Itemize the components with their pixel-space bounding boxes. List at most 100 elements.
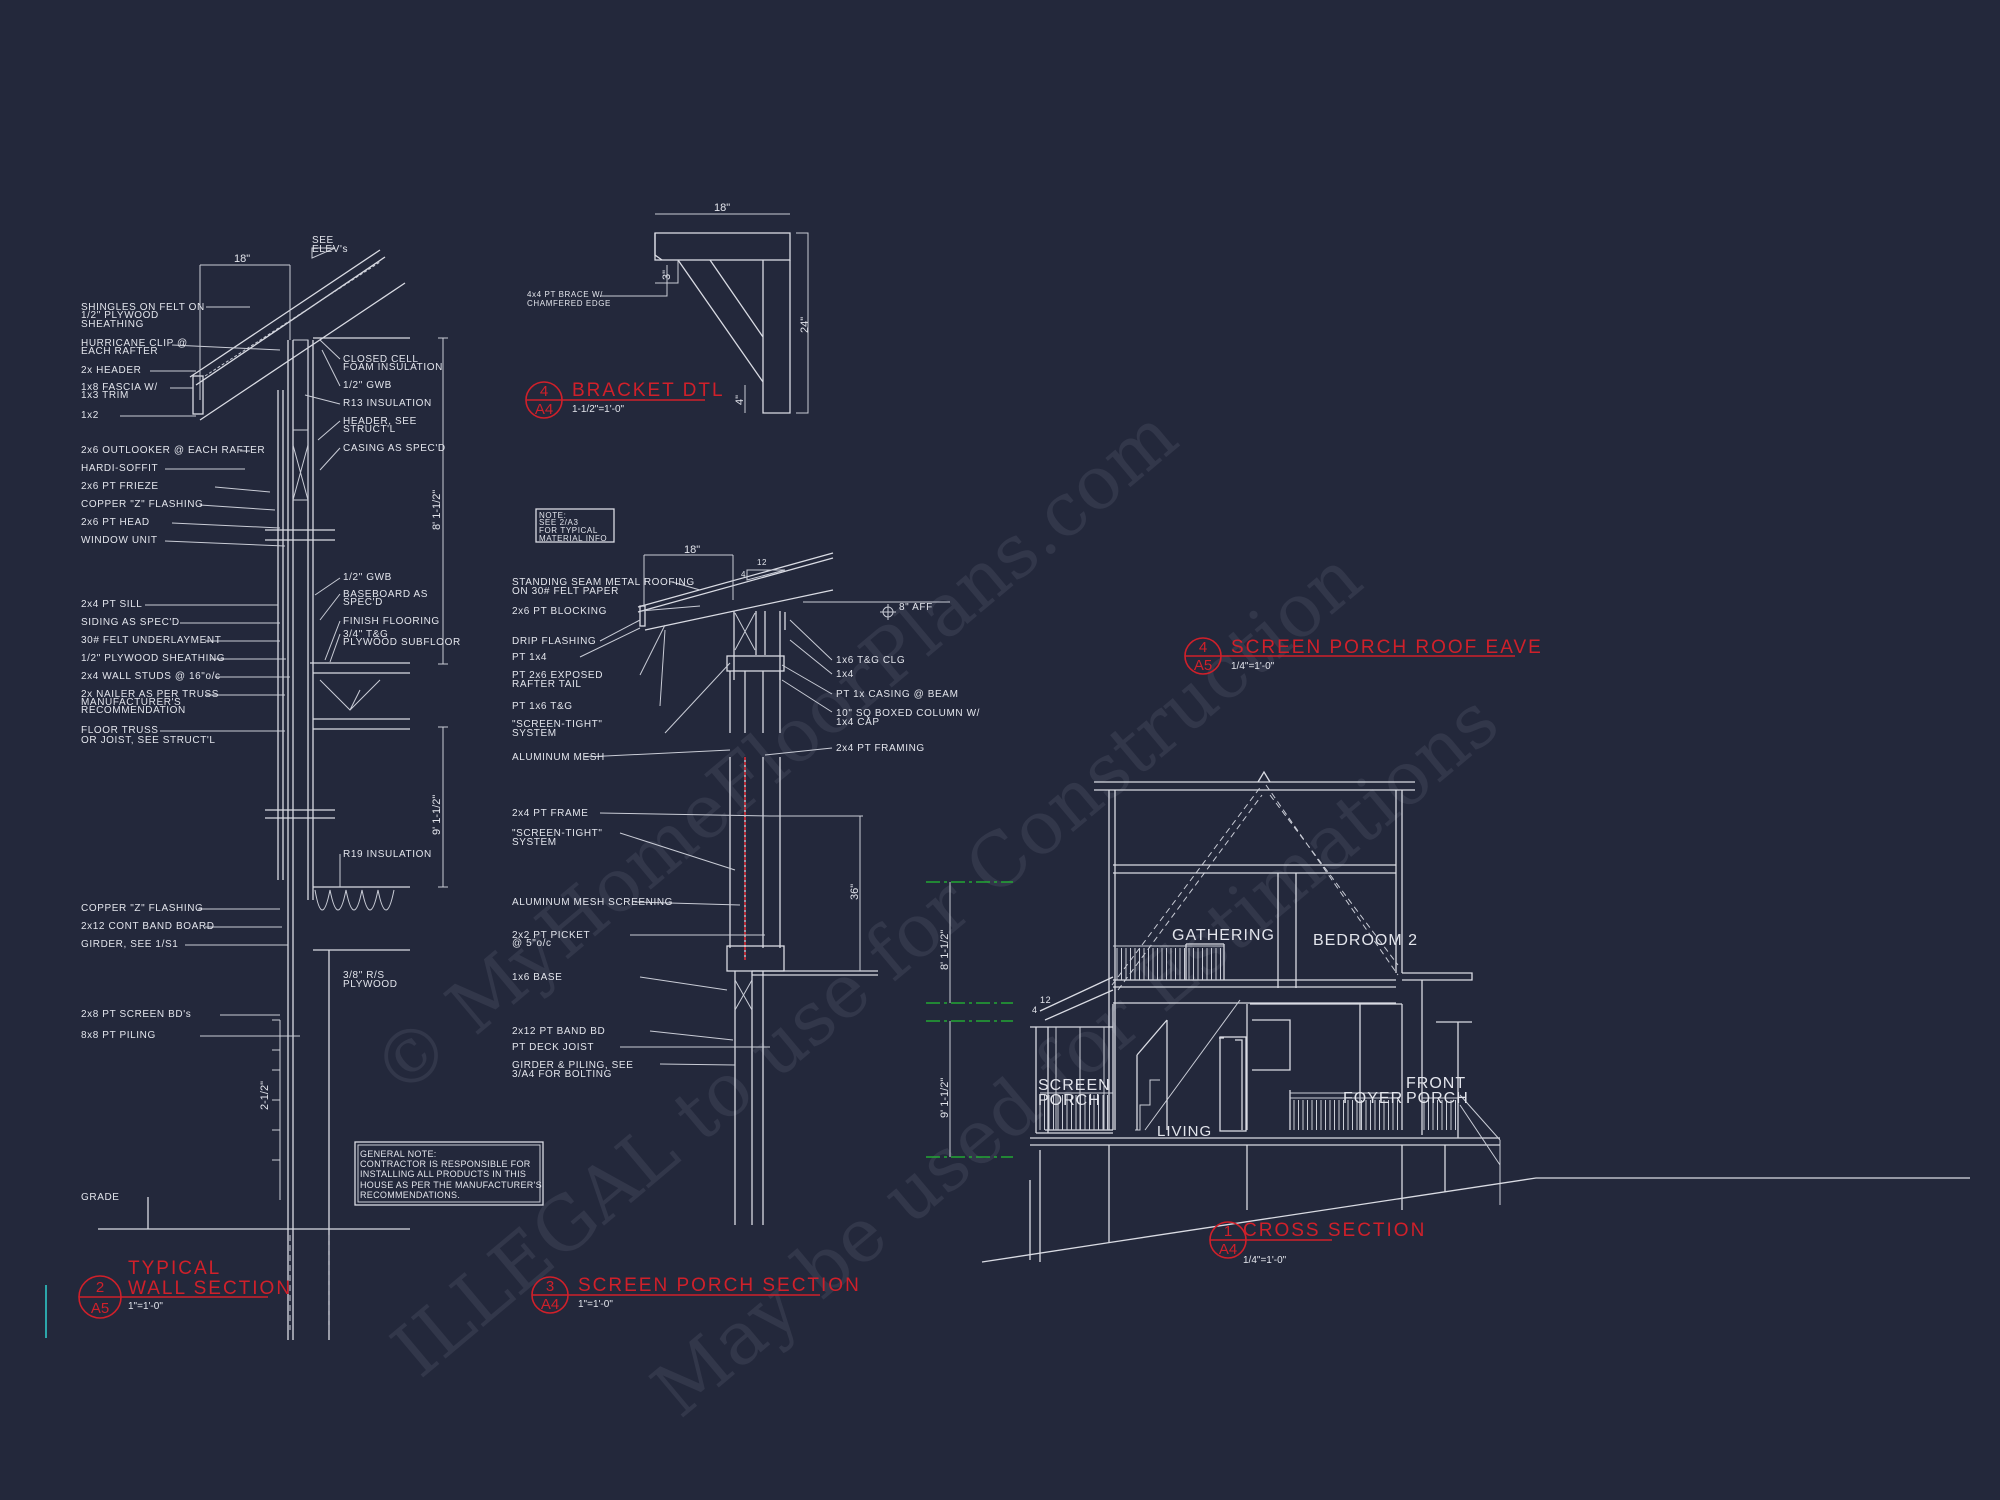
porch-callout-label: 10" SQ BOXED COLUMN W/ bbox=[836, 708, 980, 719]
room-living: LIVING bbox=[1157, 1123, 1212, 1140]
cross-title: CROSS SECTION bbox=[1243, 1220, 1426, 1241]
wall-callout-label: MANUFACTURER'S bbox=[81, 697, 181, 708]
porch-overhang-dim: 18" bbox=[684, 544, 700, 556]
porch-callout-label: GIRDER & PILING, SEE bbox=[512, 1060, 633, 1071]
porch-callout-label: ALUMINUM MESH SCREENING bbox=[512, 897, 673, 908]
room-front-porch-1: FRONT bbox=[1406, 1075, 1466, 1092]
wall-callout-label: 8x8 PT PILING bbox=[81, 1030, 156, 1041]
porch-note-line: MATERIAL INFO bbox=[539, 534, 607, 543]
porch-callout-label: 1x4 bbox=[836, 669, 854, 680]
general-note-line: RECOMMENDATIONS. bbox=[360, 1190, 460, 1200]
wall-callout-label: SPEC'D bbox=[343, 597, 383, 608]
wall-callout-label: EACH RAFTER bbox=[81, 346, 158, 357]
rail-height-dim: 36" bbox=[849, 884, 861, 900]
wall-scale: 1"=1'-0" bbox=[128, 1301, 163, 1312]
cross-lower-height-dim: 9' 1-1/2" bbox=[939, 1078, 951, 1118]
porch-callout-label: 3/A4 FOR BOLTING bbox=[512, 1069, 612, 1080]
cross-pitch-run: 12 bbox=[1040, 995, 1051, 1005]
wall-lower-height-dim: 9' 1-1/2" bbox=[431, 795, 443, 835]
eave-scale: 1/4"=1'-0" bbox=[1231, 661, 1275, 672]
general-note-line: CONTRACTOR IS RESPONSIBLE FOR bbox=[360, 1159, 531, 1169]
porch-section-title: 3 A4 SCREEN PORCH SECTION 1"=1'-0" bbox=[531, 1275, 861, 1314]
wall-callout-label: FINISH FLOORING bbox=[343, 616, 440, 627]
bracket-title: BRACKET DTL bbox=[572, 380, 725, 401]
eave-sheet-number: A5 bbox=[1194, 657, 1212, 674]
wall-callout-label: OR JOIST, SEE STRUCT'L bbox=[81, 735, 216, 746]
eave-title: SCREEN PORCH ROOF EAVE bbox=[1231, 637, 1543, 658]
wall-callout-label: SHINGLES ON FELT ON bbox=[81, 302, 205, 313]
wall-callout-label: PLYWOOD bbox=[343, 979, 398, 990]
cross-pitch-rise: 4 bbox=[1032, 1005, 1038, 1015]
porch-pitch-rise: 4 bbox=[741, 570, 746, 579]
porch-callout-label: PT 1x4 bbox=[512, 652, 547, 663]
wall-callout-label: STRUCT'L bbox=[343, 424, 396, 435]
bracket-width-dim: 18" bbox=[714, 202, 730, 214]
cross-scale: 1/4"=1'-0" bbox=[1243, 1255, 1287, 1266]
eave-detail-number: 4 bbox=[1199, 639, 1207, 656]
wall-callout-label: 2x8 PT SCREEN BD's bbox=[81, 1009, 191, 1020]
aff-label: 8" AFF bbox=[899, 602, 933, 613]
bracket-detail-number: 4 bbox=[540, 383, 548, 400]
wall-section-left-labels: SHINGLES ON FELT ON1/2" PLYWOODSHEATHING… bbox=[81, 302, 265, 1203]
porch-callout-label: 2x12 PT BAND BD bbox=[512, 1026, 605, 1037]
porch-note-line: FOR TYPICAL bbox=[539, 526, 598, 535]
wall-callout-label: 2x6 PT HEAD bbox=[81, 517, 150, 528]
wall-callout-label: R13 INSULATION bbox=[343, 398, 432, 409]
porch-sheet-number: A4 bbox=[541, 1296, 559, 1313]
wall-title-line-2: WALL SECTION bbox=[128, 1278, 292, 1299]
room-screen-porch-1: SCREEN bbox=[1038, 1077, 1111, 1094]
wall-callout-label: 1/2" PLYWOOD SHEATHING bbox=[81, 653, 225, 664]
general-note-line: INSTALLING ALL PRODUCTS IN THIS bbox=[360, 1169, 526, 1179]
porch-pitch-run: 12 bbox=[757, 558, 767, 567]
porch-callout-label: 1x4 CAP bbox=[836, 717, 880, 728]
wall-callout-label: SIDING AS SPEC'D bbox=[81, 617, 180, 628]
wall-callout-label: 2x4 WALL STUDS @ 16"o/c bbox=[81, 671, 221, 682]
porch-callout-label: STANDING SEAM METAL ROOFING bbox=[512, 577, 695, 588]
porch-callout-label: 1x6 T&G CLG bbox=[836, 655, 905, 666]
porch-callout-label: PT 2x6 EXPOSED bbox=[512, 670, 603, 681]
porch-scale: 1"=1'-0" bbox=[578, 1299, 613, 1310]
bracket-sheet-number: A4 bbox=[535, 401, 553, 418]
porch-callout-label: 2x6 PT BLOCKING bbox=[512, 606, 607, 617]
bracket-scale: 1-1/2"=1'-0" bbox=[572, 404, 625, 415]
see-label: SEE bbox=[312, 235, 334, 246]
bracket-detail-title: 4 A4 BRACKET DTL 1-1/2"=1'-0" bbox=[525, 380, 725, 419]
porch-callout-label: 2x4 PT FRAME bbox=[512, 808, 588, 819]
wall-callout-label: 1x8 FASCIA W/ bbox=[81, 382, 158, 393]
wall-callout-label: CASING AS SPEC'D bbox=[343, 443, 446, 454]
porch-callout-label: 1x6 BASE bbox=[512, 972, 562, 983]
cross-sheet-number: A4 bbox=[1219, 1241, 1237, 1258]
wall-detail-number: 2 bbox=[96, 1279, 104, 1296]
porch-callout-label: PT 1x6 T&G bbox=[512, 701, 573, 712]
cross-upper-height-dim: 8' 1-1/2" bbox=[939, 930, 951, 970]
wall-callout-label: GRADE bbox=[81, 1192, 120, 1203]
bracket-bottom-dim: 4" bbox=[734, 395, 746, 405]
wall-callout-label: SHEATHING bbox=[81, 319, 144, 330]
room-screen-porch-2: PORCH bbox=[1038, 1092, 1101, 1109]
wall-overhang-dim: 18" bbox=[234, 253, 250, 265]
wall-callout-label: HURRICANE CLIP @ bbox=[81, 338, 188, 349]
porch-title: SCREEN PORCH SECTION bbox=[578, 1275, 861, 1296]
wall-callout-label: HEADER, SEE bbox=[343, 416, 417, 427]
porch-callout-label: SYSTEM bbox=[512, 837, 557, 848]
wall-callout-label: 1x2 bbox=[81, 410, 99, 421]
porch-callout-label: PT DECK JOIST bbox=[512, 1042, 594, 1053]
wall-callout-label: R19 INSULATION bbox=[343, 849, 432, 860]
porch-callout-label: ON 30# FELT PAPER bbox=[512, 586, 619, 597]
wall-callout-label: 2x4 PT SILL bbox=[81, 599, 142, 610]
porch-note-line: SEE 2/A3 bbox=[539, 518, 579, 527]
porch-callout-label: SYSTEM bbox=[512, 728, 557, 739]
wall-callout-label: CLOSED CELL bbox=[343, 354, 419, 365]
elev-label: ELEV's bbox=[312, 244, 348, 255]
porch-callout-label: ALUMINUM MESH bbox=[512, 752, 605, 763]
room-bedroom-2: BEDROOM 2 bbox=[1313, 932, 1418, 949]
cross-section-drawing bbox=[926, 770, 1970, 1263]
wall-callout-label: RECOMMENDATION bbox=[81, 705, 186, 716]
wall-sheet-number: A5 bbox=[91, 1300, 109, 1317]
room-front-porch-2: PORCH bbox=[1406, 1090, 1469, 1107]
wall-section-drawing bbox=[98, 247, 448, 1340]
wall-callout-label: COPPER "Z" FLASHING bbox=[81, 499, 203, 510]
